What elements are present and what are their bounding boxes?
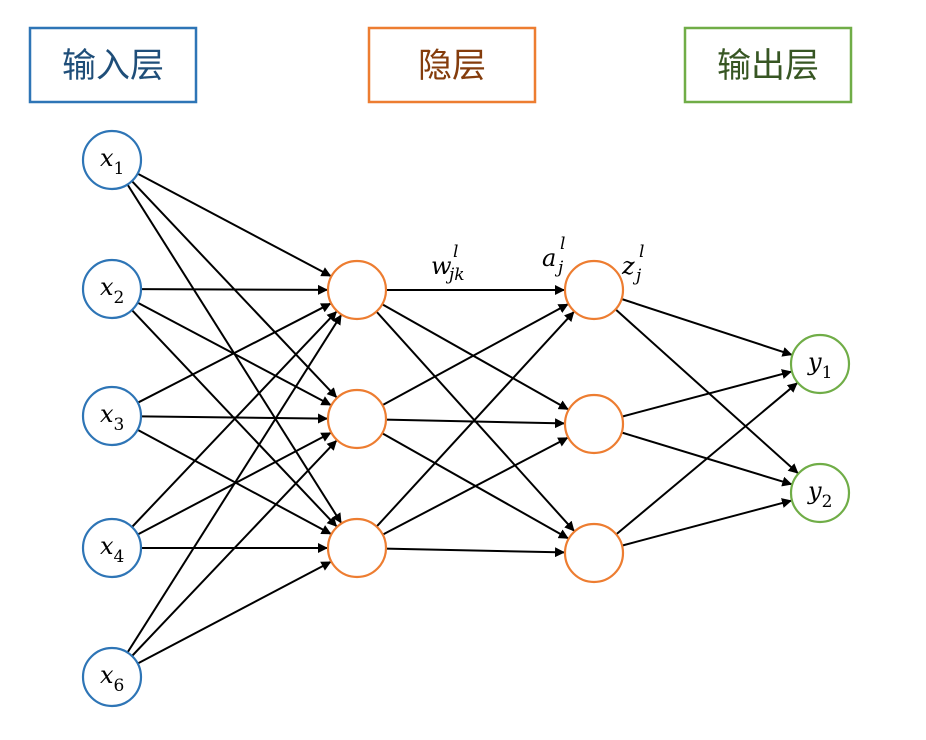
output-node-label-var: y	[807, 348, 822, 376]
input-node	[81, 258, 143, 320]
hidden-to-hidden-edge	[375, 311, 575, 528]
activation-label-sup: l	[560, 234, 565, 254]
hidden-node	[326, 388, 388, 450]
weight-label-sub: jk	[445, 265, 465, 285]
input-node	[81, 385, 143, 447]
hidden-node	[326, 259, 388, 321]
weighted-input-label-sup: l	[639, 242, 644, 262]
input-node-label-var: x	[100, 532, 114, 560]
input-node-label-var: x	[100, 144, 114, 172]
activation-label-sub: j	[554, 258, 564, 278]
hidden-node	[326, 517, 388, 579]
activation-label: a l j	[542, 234, 571, 278]
input-to-hidden-edge	[131, 440, 338, 657]
input-node-label-var: x	[100, 273, 114, 301]
input-node-label-subscript: 2	[114, 288, 125, 308]
input-to-hidden-edge	[140, 413, 328, 424]
output-node-label: y2	[807, 477, 832, 512]
weight-label-sup: l	[453, 242, 458, 262]
output-node-label-var: y	[807, 477, 822, 505]
activation-label-main: a	[542, 244, 556, 272]
input-to-hidden-edge	[131, 311, 338, 528]
input-to-hidden-edge	[137, 561, 332, 665]
input-layer-header-box	[28, 26, 198, 104]
hidden-to-output-edge	[621, 498, 792, 547]
hidden-node	[563, 522, 625, 584]
hidden-to-output-edge	[621, 369, 792, 418]
weighted-input-label-main: z	[621, 252, 635, 280]
output-node-label-subscript: 1	[822, 363, 833, 383]
input-node-label: x4	[100, 532, 124, 567]
weighted-input-label: z l j	[621, 242, 650, 286]
input-node-label-var: x	[100, 661, 114, 689]
input-node-label-var: x	[100, 400, 114, 428]
output-layer-header-box	[683, 26, 853, 104]
hidden-layer-header: 隐层	[418, 46, 486, 86]
output-node	[789, 462, 851, 524]
input-node-label: x6	[100, 661, 124, 696]
hidden-to-hidden-edge	[382, 303, 569, 406]
weight-label: w l jk	[431, 242, 465, 285]
hidden-to-output-edge	[615, 382, 798, 536]
output-node	[789, 333, 851, 395]
connection-edges	[126, 172, 799, 665]
weighted-input-label-sub: j	[632, 266, 642, 286]
hidden-to-hidden-edge	[385, 547, 565, 558]
hidden-to-hidden-edge	[385, 418, 565, 429]
input-node	[81, 517, 143, 579]
hidden-node	[563, 259, 625, 321]
input-to-hidden-edge	[137, 172, 332, 277]
input-node	[81, 129, 143, 191]
hidden-layer-header-box	[367, 26, 537, 104]
hidden-to-output-edge	[621, 298, 793, 357]
hidden-node	[563, 393, 625, 455]
input-to-hidden-edge	[140, 284, 328, 295]
output-node-label: y1	[807, 348, 832, 383]
input-node-label-subscript: 1	[114, 159, 125, 179]
input-node-label-subscript: 3	[114, 415, 125, 435]
input-to-hidden-edge	[126, 314, 342, 654]
input-layer-header: 输入层	[62, 46, 164, 86]
input-node	[81, 646, 143, 708]
input-node-label-subscript: 6	[114, 676, 125, 696]
hidden-to-hidden-edge	[382, 437, 569, 536]
output-layer-header: 输出层	[717, 46, 819, 86]
output-node-label-subscript: 2	[822, 492, 833, 512]
hidden-to-output-edge	[614, 308, 799, 474]
input-node-label-subscript: 4	[114, 547, 125, 567]
input-node-label: x1	[100, 144, 124, 179]
hidden-to-hidden-edge	[381, 303, 569, 411]
input-to-hidden-edge	[137, 302, 332, 404]
input-node-label: x3	[100, 400, 124, 435]
input-to-hidden-edge	[137, 428, 332, 535]
input-node-label: x2	[100, 273, 124, 308]
weight-label-main: w	[431, 252, 452, 280]
